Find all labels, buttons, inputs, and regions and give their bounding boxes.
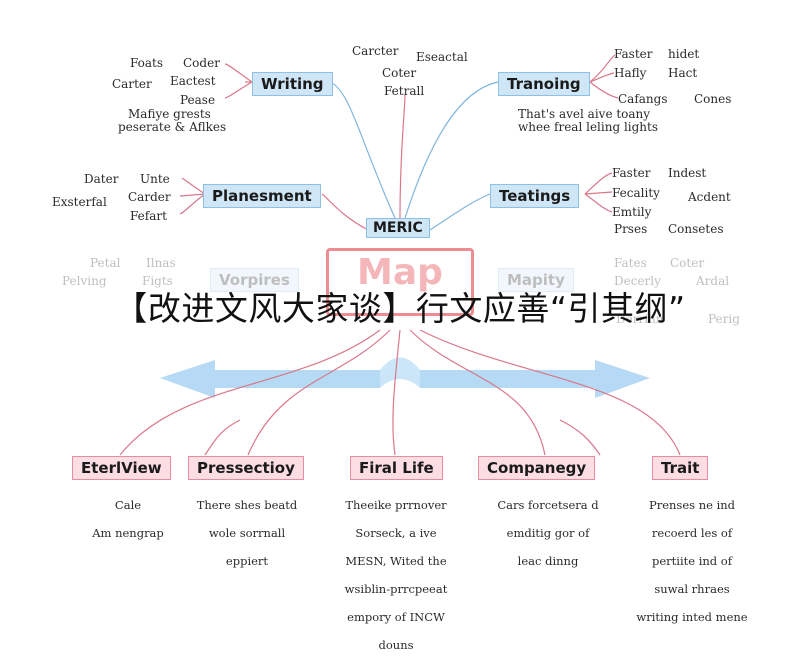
note-trait: Prenses ne ind recoerd les of pertiite i…: [622, 484, 762, 638]
leaf-vorpires-4: Figts: [142, 274, 173, 288]
leaf-writing-2: Coder: [183, 56, 220, 70]
leaf-teatings-6: Prses: [614, 222, 648, 236]
node-trait[interactable]: Trait: [652, 456, 709, 480]
leaf-planesment-2: Unte: [140, 172, 170, 186]
note-firal-life-line-5: empory of INCW: [347, 610, 445, 624]
note-pressectioy-line-3: eppiert: [225, 554, 269, 568]
leaf-tranoing-4: Hact: [668, 66, 698, 80]
connector-companegy: [409, 329, 546, 456]
node-pressectioy[interactable]: Pressectioy: [188, 456, 304, 480]
leaf-mapity-4: Ardal: [696, 274, 730, 288]
node-writing[interactable]: Writing: [252, 72, 333, 96]
connector-eterlview: [119, 329, 381, 456]
leaf-top-3: Coter: [382, 66, 417, 80]
leaf-tranoing-5: Cafangs: [618, 92, 668, 106]
note-pressectioy-line-1: There shes beatd: [196, 498, 298, 512]
note-firal-life-line-2: Sorseck, a ive: [355, 526, 437, 540]
leaf-planesment-5: Fefart: [130, 209, 167, 223]
leaf-top-2: Eseactal: [416, 50, 468, 64]
leaf-tranoing-7: That's avel aive toany: [518, 107, 651, 121]
center-box: [326, 248, 474, 316]
node-firal-life[interactable]: Firal Life: [350, 456, 443, 480]
note-firal-life-line-3: MESN, Wited the: [345, 554, 447, 568]
note-firal-life-line-4: wsiblin-prrcpeeat: [344, 582, 448, 596]
connector-writing: [329, 81, 396, 219]
leaf-tranoing-2: hidet: [668, 47, 700, 61]
leaf-writing-7: peserate & Aflkes: [118, 120, 227, 134]
center-top-label: MERIC: [366, 218, 430, 238]
node-vorpires[interactable]: Vorpires: [210, 268, 299, 292]
node-tranoing[interactable]: Tranoing: [498, 72, 590, 96]
center-main-label: Map: [357, 252, 443, 293]
connector-firal-life: [392, 329, 401, 456]
connector-tranoing: [404, 81, 499, 219]
note-companegy-line-2: emditig gor of: [506, 526, 590, 540]
node-mapity[interactable]: Mapity: [498, 268, 574, 292]
node-planesment[interactable]: Planesment: [203, 184, 321, 208]
headline-banner: 【改进文风大家谈】行文应善“引其纲”: [114, 289, 686, 328]
note-firal-life-line-6: douns: [378, 638, 414, 652]
connector-pressectioy: [247, 329, 391, 456]
leaf-writing-1: Foats: [130, 56, 164, 70]
note-companegy-line-3: leac dinng: [517, 554, 579, 568]
leaf-writing-4: Eactest: [170, 74, 216, 88]
note-companegy-line-1: Cars forcetsera d: [497, 498, 599, 512]
leaf-mapity-5: Derrinn: [616, 312, 664, 326]
leaf-planesment-3: Carder: [128, 190, 171, 204]
leaf-vorpires-1: Petal: [90, 256, 121, 270]
leaf-writing-6: Mafiye grests: [128, 107, 211, 121]
note-eterlview-line-2: Am nengrap: [92, 526, 164, 540]
note-trait-line-2: recoerd les of: [651, 526, 733, 540]
leaf-teatings-5: Emtily: [612, 205, 652, 219]
leaf-teatings-7: Consetes: [668, 222, 724, 236]
mind-map-connectors: [119, 54, 681, 456]
note-trait-line-5: writing inted mene: [636, 610, 748, 624]
leaf-vorpires-2: Ilnas: [146, 256, 176, 270]
note-companegy: Cars forcetsera d emditig gor of leac di…: [478, 484, 618, 582]
note-eterlview-line-1: Cale: [114, 498, 142, 512]
leaf-teatings-1: Faster: [612, 166, 651, 180]
note-trait-line-4: suwal rhraes: [654, 582, 730, 596]
note-pressectioy-line-2: wole sorrnall: [208, 526, 286, 540]
note-eterlview: Cale Am nengrap: [78, 484, 178, 554]
note-trait-line-3: pertiite ind of: [651, 554, 732, 568]
double-arrow: [160, 357, 650, 398]
leaf-mapity-2: Coter: [670, 256, 705, 270]
leaf-tranoing-1: Faster: [614, 47, 653, 61]
leaf-mapity-1: Fates: [614, 256, 647, 270]
leaf-tranoing-8: whee freal leling lights: [518, 120, 659, 134]
leaf-planesment-1: Dater: [84, 172, 119, 186]
leaf-vorpires-3: Pelving: [62, 274, 107, 288]
leaf-teatings-4: Acdent: [688, 190, 731, 204]
node-eterlview[interactable]: EterlView: [72, 456, 171, 480]
connector-trait: [419, 329, 681, 456]
connector-planesment: [321, 193, 369, 231]
leaf-planesment-4: Exsterfal: [52, 195, 107, 209]
leaf-mapity-6: Perig: [708, 312, 740, 326]
leaf-writing-3: Carter: [112, 77, 152, 91]
node-teatings[interactable]: Teatings: [490, 184, 580, 208]
note-firal-life-line-1: Theeike prrnover: [345, 498, 447, 512]
leaf-mapity-3: Decerly: [614, 274, 661, 288]
leaf-teatings-2: Indest: [668, 166, 707, 180]
note-firal-life: Theeike prrnover Sorseck, a ive MESN, Wi…: [322, 484, 470, 666]
connector-teatings: [429, 193, 491, 231]
leaf-teatings-3: Fecality: [612, 186, 660, 200]
leaf-tranoing-6: Cones: [694, 92, 732, 106]
leaf-top-4: Fetrall: [384, 84, 425, 98]
leaf-top-1: Carcter: [352, 44, 399, 58]
leaf-writing-5: Pease: [180, 93, 216, 107]
note-pressectioy: There shes beatd wole sorrnall eppiert: [182, 484, 312, 582]
leaf-tranoing-3: Hafly: [614, 66, 647, 80]
note-trait-line-1: Prenses ne ind: [648, 498, 736, 512]
connector-topcenter: [399, 94, 406, 219]
node-companegy[interactable]: Companegy: [478, 456, 596, 480]
